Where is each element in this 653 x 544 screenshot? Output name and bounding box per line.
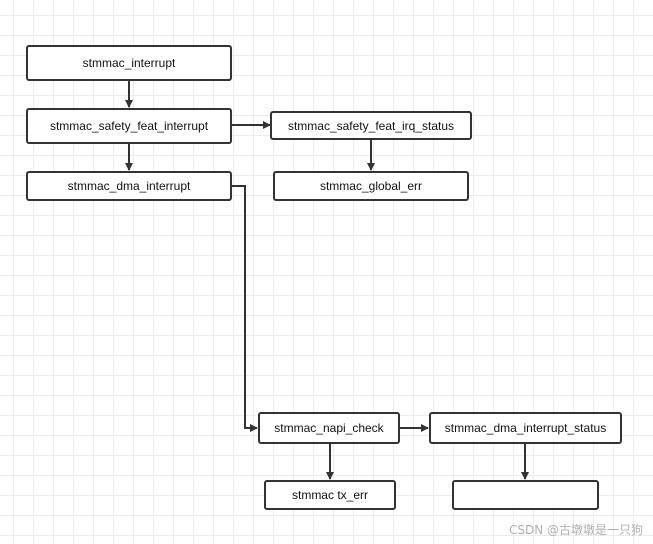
node-stmmac-tx-err[interactable]: stmmac tx_err — [264, 480, 396, 510]
node-stmmac-safety-feat-irq-status[interactable]: stmmac_safety_feat_irq_status — [270, 111, 472, 140]
edge-dma-interrupt-to-napi-check — [232, 185, 258, 432]
node-stmmac-interrupt[interactable]: stmmac_interrupt — [26, 45, 232, 81]
node-stmmac-dma-interrupt-status[interactable]: stmmac_dma_interrupt_status — [429, 412, 622, 444]
node-empty[interactable] — [452, 480, 599, 510]
node-stmmac-dma-interrupt[interactable]: stmmac_dma_interrupt — [26, 171, 232, 201]
node-stmmac-safety-feat-interrupt[interactable]: stmmac_safety_feat_interrupt — [26, 108, 232, 144]
node-stmmac-napi-check[interactable]: stmmac_napi_check — [258, 412, 400, 444]
csdn-watermark: CSDN @古墩墩是一只狗 — [508, 523, 643, 537]
node-stmmac-global-err[interactable]: stmmac_global_err — [273, 171, 469, 201]
